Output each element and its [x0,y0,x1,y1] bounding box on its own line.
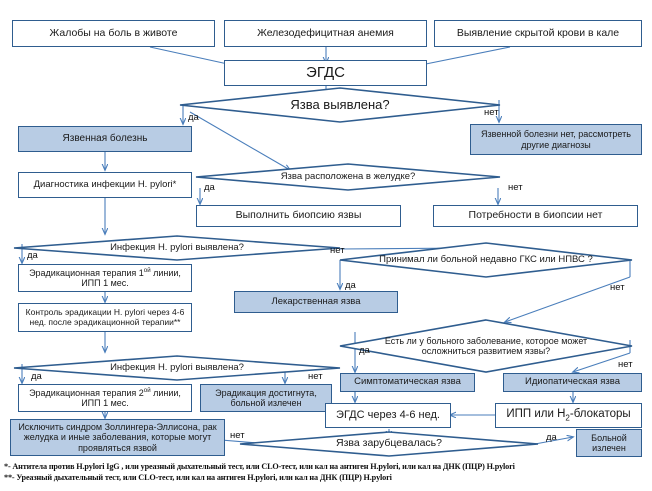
node-eradication-line1[interactable]: Эрадикационная терапия 1ой линии, ИПП 1 … [18,264,192,292]
node-eradication-achieved-label: Эрадикация достигнута, больной излечен [215,387,317,408]
edge-label-comorbid-no: нет [618,359,633,370]
node-hp-diagnostics[interactable]: Диагностика инфекции H. pylori* [18,172,192,198]
footnotes: *- Антитела против H.pylori IgG , или ур… [4,461,650,484]
node-patient-cured-label: Больной излечен [591,432,627,453]
decision-comorbid-disease[interactable]: Есть ли у больного заболевание, которое … [339,319,633,373]
decision-hp-found-1-label: Инфекция H. pylori выявлена? [110,241,244,253]
node-ulcer-disease[interactable]: Язвенная болезнь [18,126,192,152]
footnote-1: *- Антитела против H.pylori IgG , или ур… [4,462,515,471]
node-ulcer-disease-label: Язвенная болезнь [62,133,148,145]
node-eradication-line2-label: Эрадикационная терапия 2ой линии, ИПП 1 … [29,386,181,408]
node-symptomatic-ulcer-label: Симптоматическая язва [354,376,461,388]
node-hp-diagnostics-label: Диагностика инфекции H. pylori* [33,178,177,190]
node-anemia-label: Железодефицитная анемия [257,26,394,39]
decision-hp-found-1-shape [13,235,341,261]
node-no-ulcer-disease[interactable]: Язвенной болезни нет, рассмотреть другие… [470,124,642,155]
node-ppi-h2-blockers-label: ИПП или H2-блокаторы [506,408,631,423]
decision-hp-found-1[interactable]: Инфекция H. pylori выявлена? [13,235,341,261]
edge-label-ulcer-found-no: нет [484,107,499,118]
node-ppi-h2-blockers[interactable]: ИПП или H2-блокаторы [495,403,642,428]
node-complaints-label: Жалобы на боль в животе [49,26,178,39]
edge-label-stomach-no: нет [508,182,523,193]
node-eradication-line2[interactable]: Эрадикационная терапия 2ой линии, ИПП 1 … [18,384,192,412]
node-exclude-conditions-label: Исключить синдром Золлингера-Эллисона, р… [18,422,217,453]
edge-label-hp2-yes: да [31,371,42,382]
decision-ulcer-found[interactable]: Язва выявлена? [179,87,501,123]
node-egds-46-weeks-label: ЭГДС через 4-6 нед. [336,409,440,422]
node-egds[interactable]: ЭГДС [224,60,427,86]
edge-label-scarred-yes: да [546,432,557,443]
node-drug-ulcer-label: Лекарственная язва [271,295,361,307]
node-anemia[interactable]: Железодефицитная анемия [224,20,427,47]
decision-ulcer-in-stomach-label: Язва расположена в желудке? [280,170,416,182]
edge-label-comorbid-yes: да [359,345,370,356]
node-do-biopsy[interactable]: Выполнить биопсию язвы [196,205,401,227]
edge-label-scarred-no: нет [230,430,245,441]
node-complaints[interactable]: Жалобы на боль в животе [12,20,215,47]
edge-label-stomach-yes: да [204,182,215,193]
node-idiopathic-ulcer-label: Идиопатическая язва [525,376,620,388]
decision-hp-found-2[interactable]: Инфекция H. pylori выявлена? [13,355,341,381]
edge-label-hp1-yes: да [27,250,38,261]
decision-ulcer-in-stomach[interactable]: Язва расположена в желудке? [195,163,501,191]
edge-label-hp1-no: нет [330,245,345,256]
edge-label-nsaid-yes: да [345,280,356,291]
node-occult-blood-label: Выявление скрытой крови в кале [456,26,620,39]
node-patient-cured[interactable]: Больной излечен [576,429,642,457]
decision-ulcer-in-stomach-shape [195,163,501,191]
decision-nsaid-use[interactable]: Принимал ли больной недавно ГКС или НПВС… [339,242,633,278]
footnote-2: **- Уреазный дыхательный тест, или CLO-т… [4,473,392,483]
node-idiopathic-ulcer[interactable]: Идиопатическая язва [503,373,642,392]
node-drug-ulcer[interactable]: Лекарственная язва [234,291,398,313]
node-eradication-line1-label: Эрадикационная терапия 1ой линии, ИПП 1 … [29,266,181,288]
edge-label-nsaid-no: нет [610,282,625,293]
node-symptomatic-ulcer[interactable]: Симптоматическая язва [340,373,475,392]
decision-ulcer-scarred[interactable]: Язва зарубцевалась? [239,431,539,457]
node-no-ulcer-disease-label: Язвенной болезни нет, рассмотреть другие… [481,129,631,150]
node-no-biopsy-needed[interactable]: Потребности в биопсии нет [433,205,638,227]
node-exclude-conditions[interactable]: Исключить синдром Золлингера-Эллисона, р… [10,419,225,456]
decision-ulcer-found-label: Язва выявлена? [290,96,390,112]
decision-nsaid-use-label: Принимал ли больной недавно ГКС или НПВС… [379,253,593,265]
node-occult-blood[interactable]: Выявление скрытой крови в кале [434,20,642,47]
node-do-biopsy-label: Выполнить биопсию язвы [235,209,362,222]
node-no-biopsy-needed-label: Потребности в биопсии нет [468,209,603,222]
decision-nsaid-use-shape [339,242,633,278]
decision-comorbid-disease-label: Есть ли у больного заболевание, которое … [384,335,588,356]
decision-ulcer-scarred-label: Язва зарубцевалась? [336,437,442,450]
node-eradication-achieved[interactable]: Эрадикация достигнута, больной излечен [200,384,332,412]
node-egds-46-weeks[interactable]: ЭГДС через 4-6 нед. [325,403,451,428]
decision-hp-found-2-shape [13,355,341,381]
node-eradication-control[interactable]: Контроль эрадикации H. pylori через 4-6 … [18,303,192,332]
edge-label-hp2-no: нет [308,371,323,382]
node-egds-label: ЭГДС [306,63,345,81]
decision-hp-found-2-label: Инфекция H. pylori выявлена? [110,361,244,373]
edge-label-ulcer-found-yes: да [188,112,199,123]
node-eradication-control-label: Контроль эрадикации H. pylori через 4-6 … [25,306,185,327]
decision-comorbid-disease-shape [339,319,633,373]
